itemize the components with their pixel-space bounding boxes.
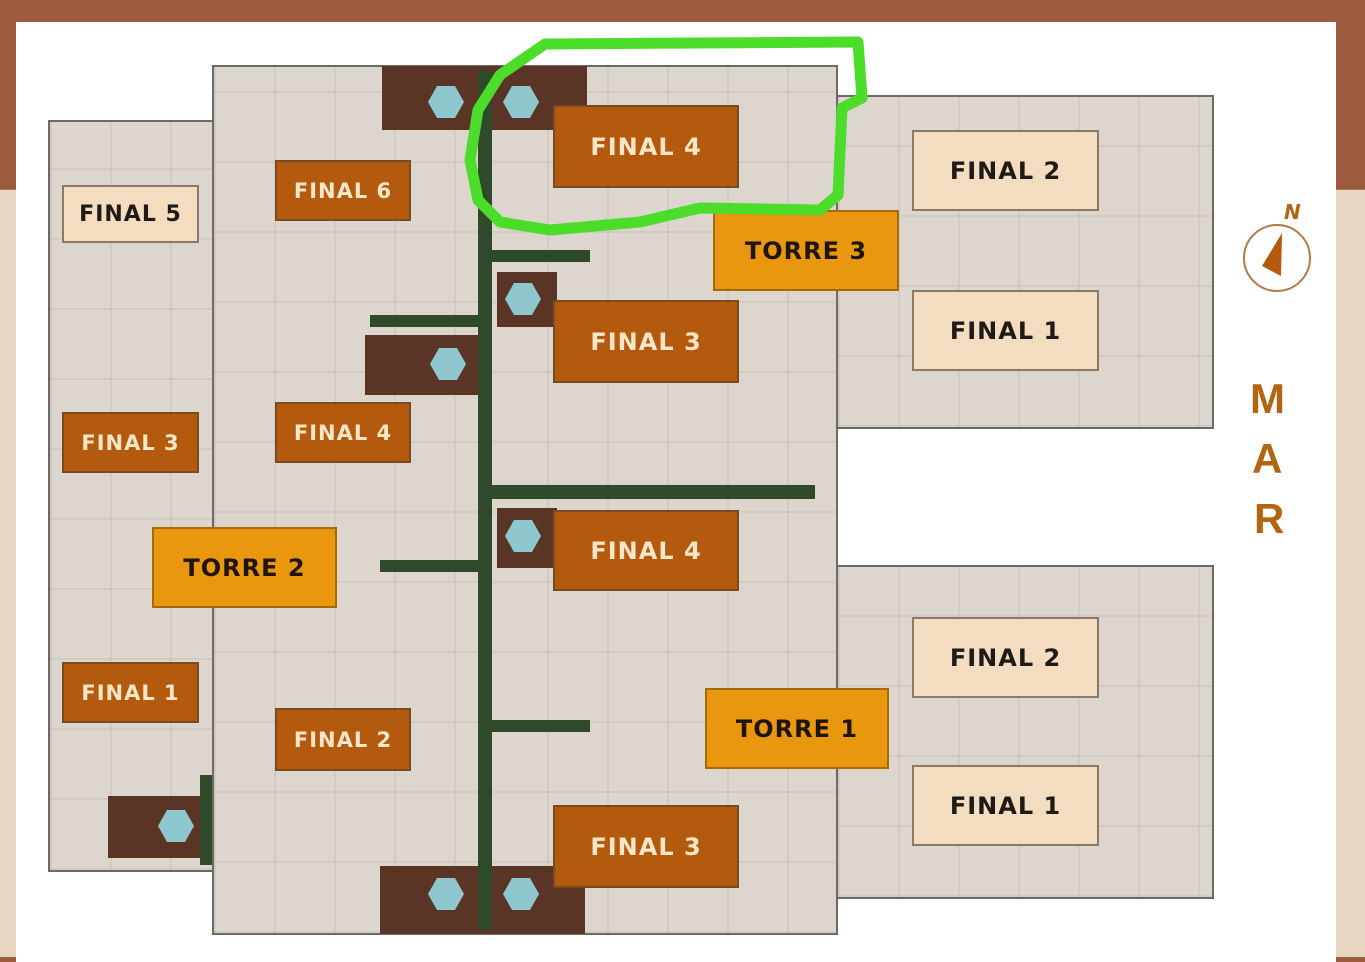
unit-final-5[interactable]: FINAL 5 bbox=[62, 185, 199, 243]
compass: N bbox=[1242, 200, 1314, 295]
unit-final-3-left[interactable]: FINAL 3 bbox=[62, 412, 199, 473]
sea-label-a: A bbox=[1252, 435, 1283, 482]
garden-hedge bbox=[478, 70, 492, 930]
unit-final-1-left[interactable]: FINAL 1 bbox=[62, 662, 199, 723]
garden-hedge bbox=[490, 485, 815, 499]
compass-icon bbox=[1243, 224, 1311, 292]
unit-final-3-bottom[interactable]: FINAL 3 bbox=[553, 805, 739, 888]
unit-final-1-right-top[interactable]: FINAL 1 bbox=[912, 290, 1099, 371]
unit-final-1-right-bottom[interactable]: FINAL 1 bbox=[912, 765, 1099, 846]
unit-final-4-top[interactable]: FINAL 4 bbox=[553, 105, 739, 188]
unit-final-4-center[interactable]: FINAL 4 bbox=[553, 510, 739, 591]
unit-final-6[interactable]: FINAL 6 bbox=[275, 160, 411, 221]
sea-label-m: M bbox=[1250, 375, 1285, 422]
unit-final-3-center[interactable]: FINAL 3 bbox=[553, 300, 739, 383]
sea-label-r: R bbox=[1254, 495, 1285, 542]
garden-hedge bbox=[370, 315, 485, 327]
garden-hedge bbox=[490, 720, 590, 732]
unit-final-2-right-top[interactable]: FINAL 2 bbox=[912, 130, 1099, 211]
pool-icon bbox=[505, 283, 541, 315]
building-left-wing bbox=[48, 120, 214, 872]
garden-hedge bbox=[490, 250, 590, 262]
garden-hedge bbox=[200, 775, 212, 865]
pool-icon bbox=[503, 86, 539, 118]
tower-torre-2[interactable]: TORRE 2 bbox=[152, 527, 337, 608]
garden-hedge bbox=[380, 560, 485, 572]
tower-torre-1[interactable]: TORRE 1 bbox=[705, 688, 889, 769]
building-left-mid bbox=[212, 65, 487, 935]
unit-final-4-left[interactable]: FINAL 4 bbox=[275, 402, 411, 463]
tower-torre-3[interactable]: TORRE 3 bbox=[713, 210, 899, 291]
pool-icon bbox=[430, 348, 466, 380]
compass-north-label: N bbox=[1284, 200, 1301, 224]
unit-final-2-right-bottom[interactable]: FINAL 2 bbox=[912, 617, 1099, 698]
pool-icon bbox=[428, 86, 464, 118]
unit-final-2-left[interactable]: FINAL 2 bbox=[275, 708, 411, 771]
